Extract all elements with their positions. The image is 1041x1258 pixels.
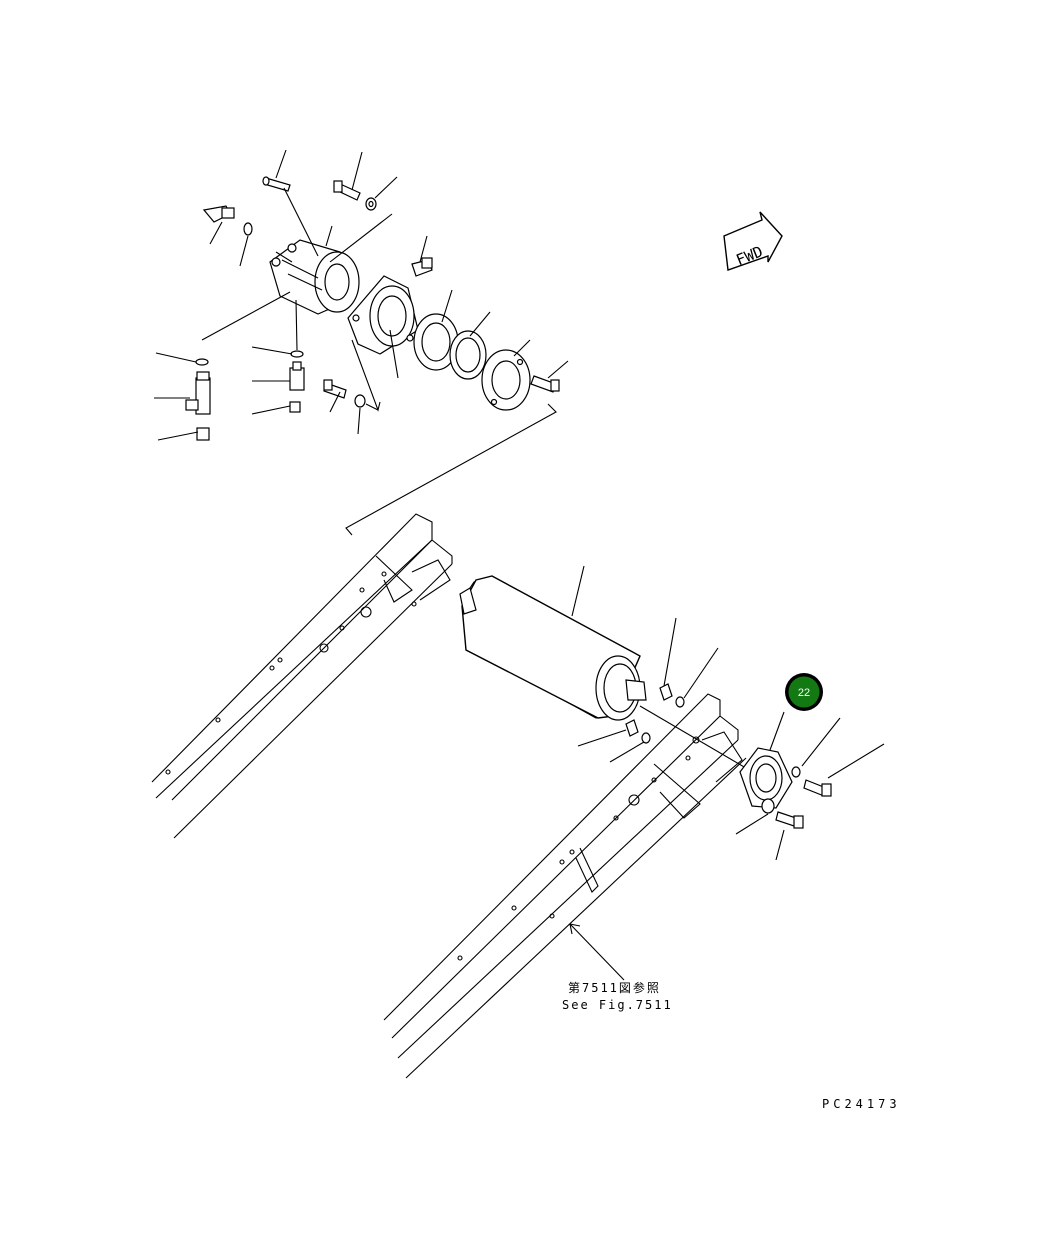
bearing-holder: [739, 711, 841, 814]
callout-fill: [788, 676, 820, 708]
bearing-cover: [481, 349, 531, 411]
reference-note-en: See Fig.7511: [562, 998, 673, 1012]
bolt-holder-upper: [803, 743, 885, 797]
bolt-holder-lower: [735, 811, 804, 861]
nut-upper: [659, 617, 719, 708]
track-frame: [151, 513, 747, 1079]
plug-left: [196, 427, 210, 441]
exploded-drive-assembly: [154, 149, 569, 536]
idler-roller: [459, 565, 647, 721]
callout-number: 22: [798, 687, 810, 699]
nut-lower: [577, 705, 781, 789]
o-ring-mid: [290, 350, 304, 358]
reference-arrow: [569, 923, 625, 981]
o-ring-left: [195, 358, 209, 366]
pin-part: [262, 176, 291, 192]
drawing-code: PC24173: [822, 1097, 901, 1111]
reference-note-jp: 第7511図参照: [568, 980, 661, 995]
plug-mid: [289, 401, 301, 413]
direction-marker: FWD: [723, 211, 783, 271]
seal-ring-2: [449, 330, 487, 380]
bolt-washer-top: [333, 180, 377, 211]
seal-ring-1: [413, 313, 459, 371]
travel-motor: [269, 239, 360, 315]
callout-22[interactable]: 22: [785, 673, 823, 711]
bolt-washer-lower: [323, 379, 366, 408]
tee-fitting-left: [185, 371, 211, 415]
small-fitting-right: [411, 257, 433, 277]
elbow-fitting: [202, 205, 253, 236]
flange-housing: [347, 275, 419, 355]
tee-fitting-mid: [289, 361, 305, 391]
bolt-right: [530, 375, 560, 393]
